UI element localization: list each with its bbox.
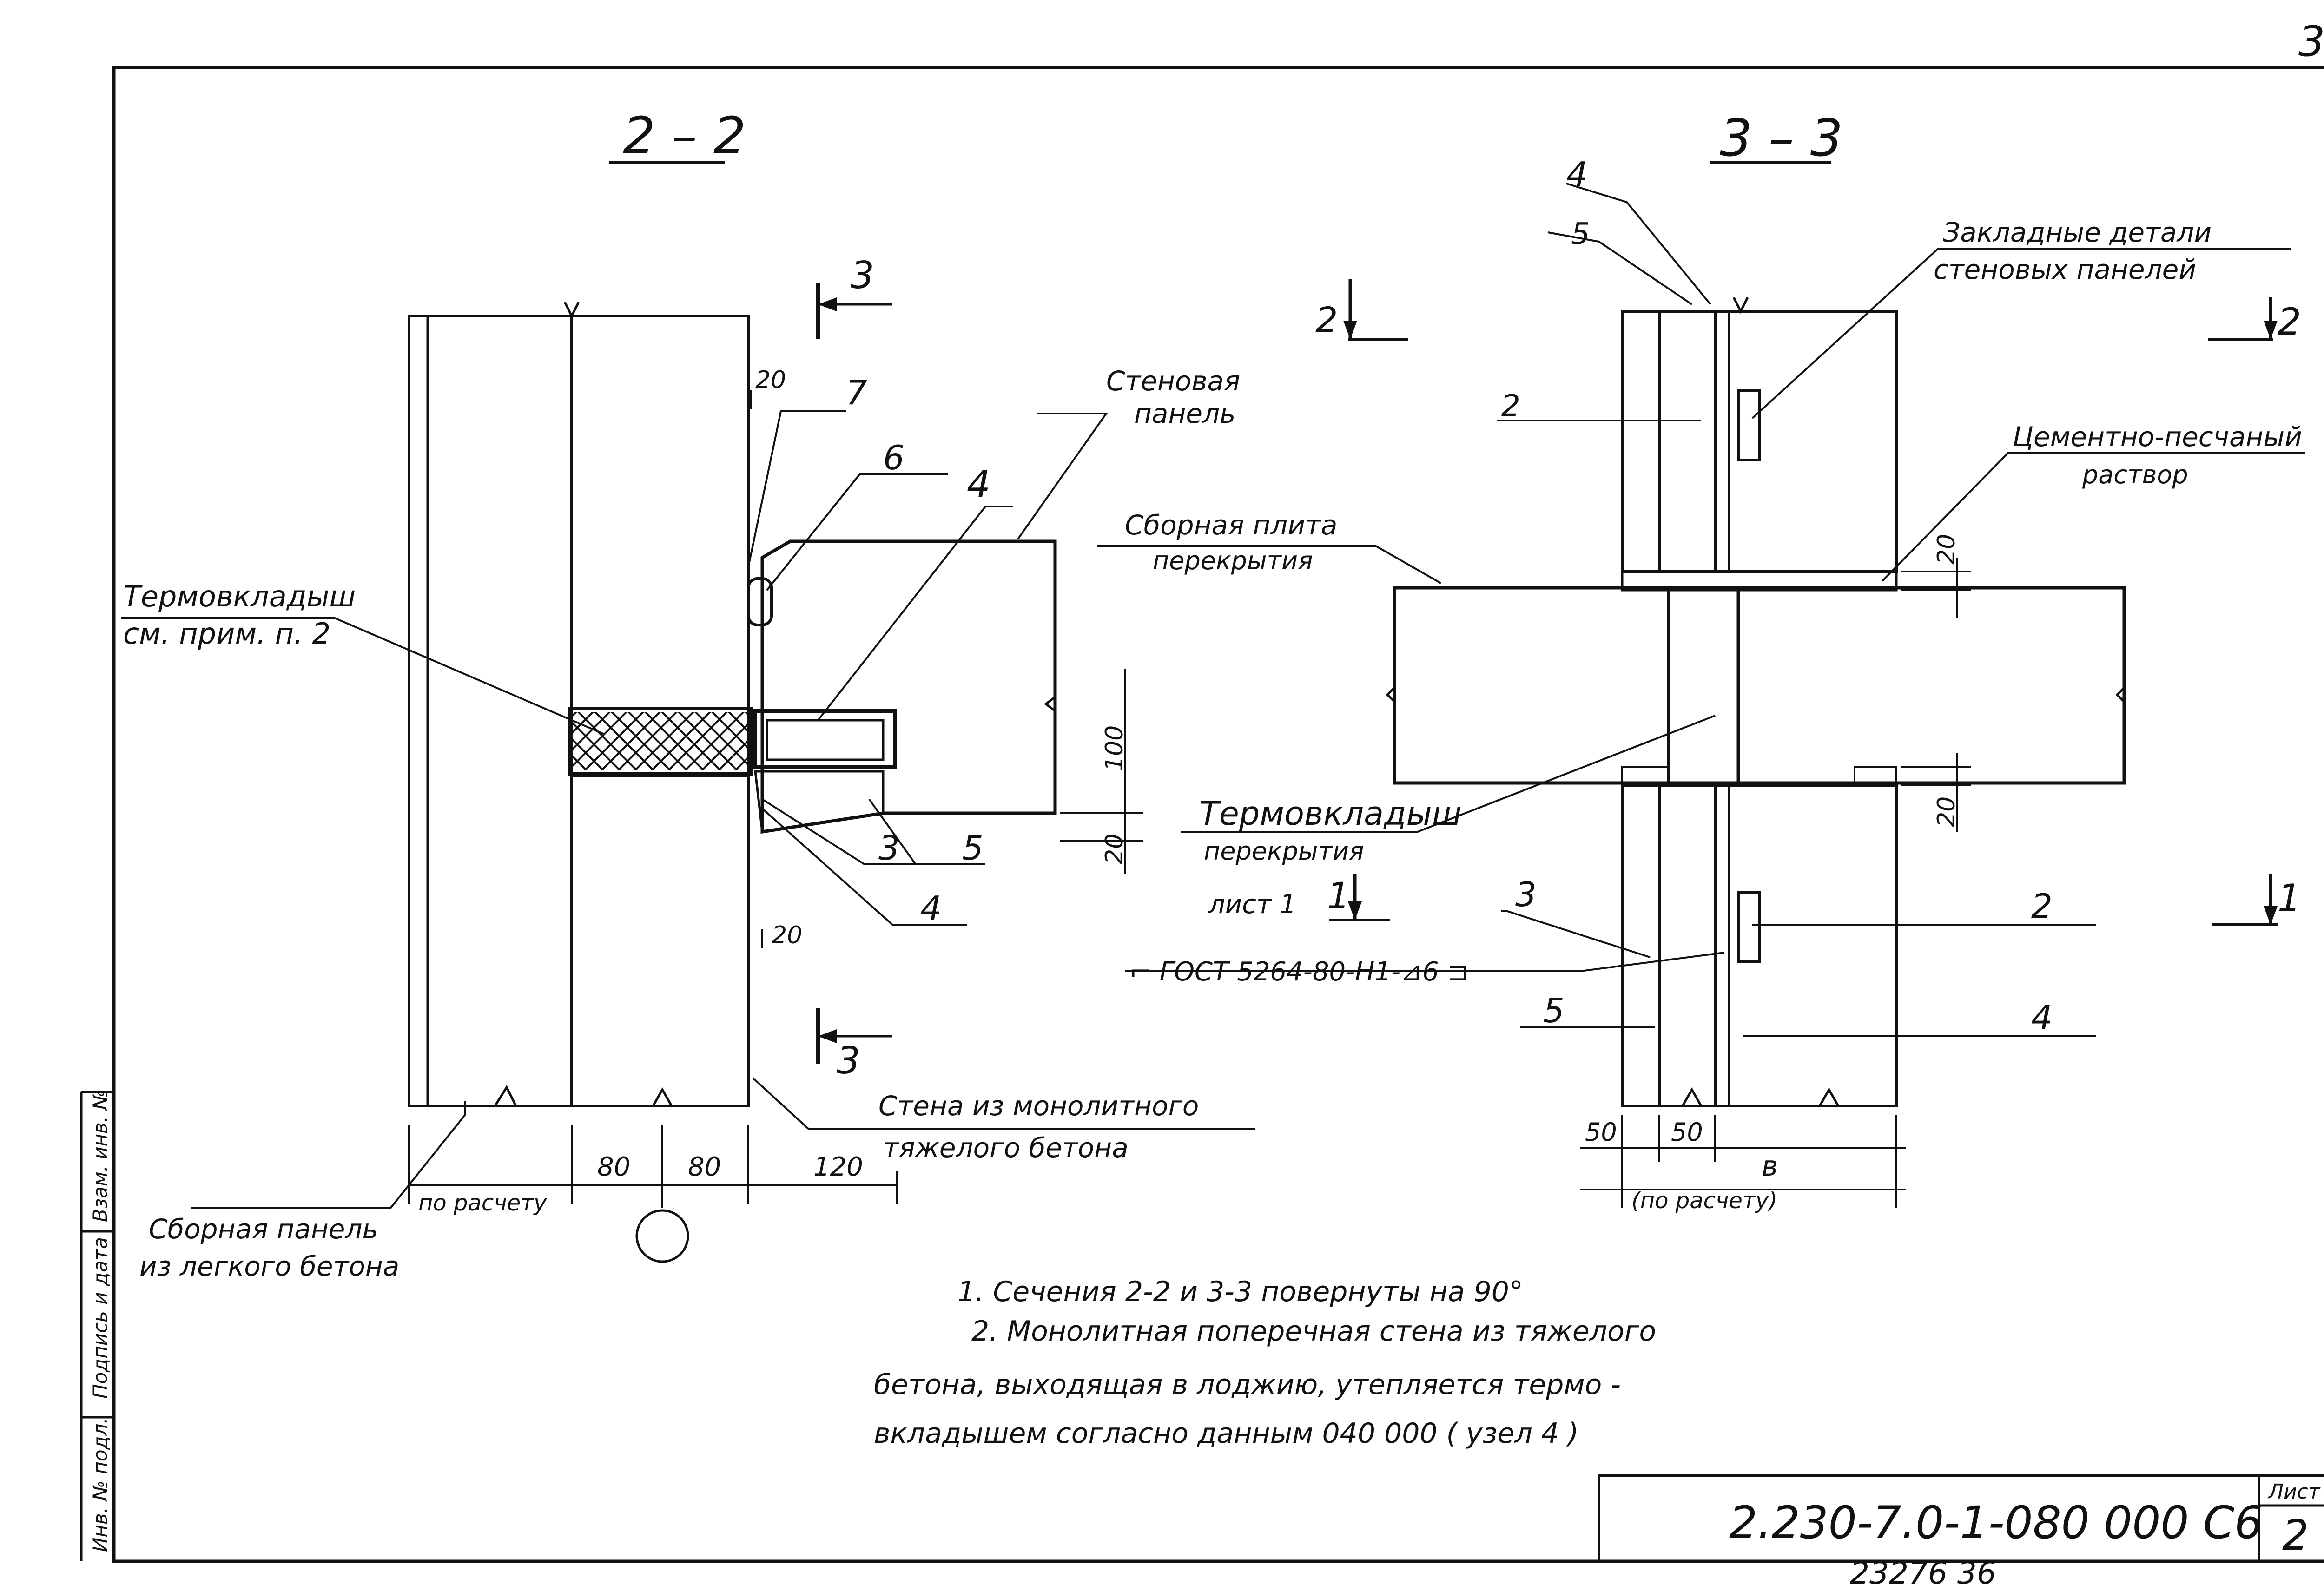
label-perekrytiya: перекрытия	[1153, 546, 1313, 575]
title-block	[1598, 1474, 2324, 1563]
cut-marker-1-right: 1	[2278, 876, 2301, 920]
note-2c: вкладышем согласно данным 040 000 ( узел…	[874, 1417, 1579, 1450]
strip-inv-podl: Инв. № подл.	[89, 1417, 112, 1552]
label-sbornaya-plita: Сборная плита	[1125, 509, 1337, 541]
callout-4-bottom-33: 4	[2031, 998, 2053, 1037]
dim-b: в	[1762, 1150, 1778, 1183]
left-stamp-strip: Взам. инв. № Подпись и дата Инв. № подл.	[80, 1090, 114, 1561]
strip-signature-date: Подпись и дата	[89, 1237, 112, 1399]
label-zakladnye: Закладные детали	[1943, 217, 2212, 248]
callout-4-bottom: 4	[920, 889, 942, 928]
callout-4-top: 4	[967, 463, 990, 506]
callout-7: 7	[846, 373, 867, 412]
label-monolith-wall: Стена из монолитного	[878, 1090, 1199, 1122]
section-3-3-title: 3 – 3	[1720, 108, 1843, 168]
section-3-3	[1097, 183, 2305, 1208]
cut-marker-bottom-3: 3	[837, 1039, 860, 1082]
label-panel: панель	[1134, 398, 1235, 429]
dim-20-bottom-33: 20	[1933, 796, 1961, 827]
callout-3: 3	[878, 829, 900, 868]
dim-50-a: 50	[1585, 1118, 1617, 1147]
label-termo-slab: Термовкладыш	[1199, 795, 1462, 833]
dim-80-a: 80	[597, 1152, 630, 1182]
cut-marker-2-right: 2	[2278, 300, 2301, 343]
dim-po-raschetu: по расчету	[418, 1190, 547, 1216]
label-stenovyh-paneley: стеновых панелей	[1934, 254, 2196, 285]
dim-120: 120	[813, 1152, 863, 1182]
note-2a: 2. Монолитная поперечная стена из тяжело…	[971, 1315, 1656, 1348]
callout-6: 6	[883, 438, 905, 477]
note-2b: бетона, выходящая в лоджию, утепляется т…	[874, 1368, 1621, 1401]
callout-2-top-33: 2	[1501, 389, 1520, 423]
page-number: 35	[2298, 17, 2324, 66]
dim-20-bottom: 20	[772, 921, 802, 949]
bottom-code: 23276 36	[1850, 1555, 1996, 1585]
dim-po-raschetu-33: (по расчету)	[1631, 1188, 1777, 1214]
doc-code: 2.230-7.0-1-080 000 С6	[1729, 1497, 2263, 1549]
dim-20-right: 20	[1101, 834, 1129, 864]
label-precast-panel: Сборная панель	[149, 1213, 378, 1245]
strip-vzam-inv: Взам. инв. №	[89, 1090, 112, 1222]
label-termovkladysh: Термовкладыш	[123, 579, 356, 613]
callout-4-top-33: 4	[1566, 155, 1588, 194]
cut-marker-2-left: 2	[1315, 299, 1338, 341]
dim-100: 100	[1101, 725, 1129, 771]
callout-5-bottom-33: 5	[1543, 991, 1565, 1030]
label-cement-mortar: Цементно-песчаный	[2013, 421, 2302, 453]
section-2-2	[121, 283, 1255, 1263]
label-termo-slab-2: перекрытия	[1204, 836, 1364, 866]
sheet-number: 2	[2282, 1511, 2309, 1560]
label-rastvor: раствор	[2082, 460, 2188, 489]
sheet-label: Лист	[2267, 1480, 2321, 1504]
callout-3-33: 3	[1515, 875, 1537, 914]
label-heavy-concrete: тяжелого бетона	[883, 1132, 1129, 1164]
label-list-num: 1	[1327, 875, 1350, 917]
callout-2-bottom-33: 2	[2031, 887, 2053, 926]
dim-50-b: 50	[1671, 1118, 1703, 1147]
label-termovkladysh-note: см. прим. п. 2	[123, 617, 330, 651]
note-1: 1. Сечения 2-2 и 3-3 повернуты на 90°	[957, 1276, 1523, 1308]
section-2-2-title: 2 – 2	[623, 106, 746, 165]
label-stenovaya: Стеновая	[1106, 365, 1240, 397]
dim-20-top: 20	[755, 366, 786, 394]
label-list-1: лист 1	[1208, 889, 1296, 920]
dim-20-top-33: 20	[1933, 534, 1961, 565]
callout-5: 5	[962, 829, 984, 868]
label-gost: ⌐ ГОСТ 5264-80-Н1-⊿6 ⊐	[1129, 957, 1469, 987]
cut-marker-top-3: 3	[851, 254, 874, 297]
dim-80-b: 80	[688, 1152, 721, 1182]
callout-5-top-33: 5	[1571, 217, 1590, 251]
label-light-concrete: из легкого бетона	[139, 1250, 399, 1282]
drawing-frame	[112, 66, 2324, 1563]
